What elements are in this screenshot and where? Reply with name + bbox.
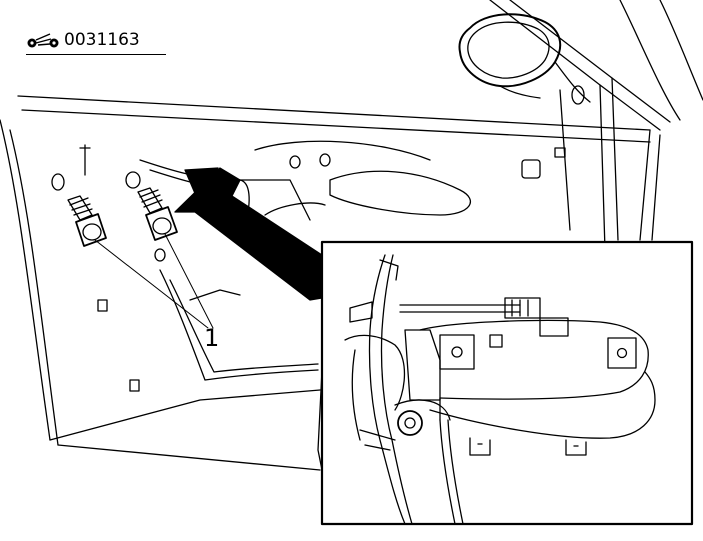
side-mirror <box>458 13 591 103</box>
inset-handle-mechanism <box>344 254 656 525</box>
reference-underline <box>26 54 166 55</box>
door-frame <box>0 0 703 471</box>
inset-frame <box>320 240 694 526</box>
bolt-left <box>67 195 107 247</box>
direction-arrow <box>174 167 323 301</box>
bolt-right <box>137 187 178 241</box>
inset-connector <box>317 369 323 471</box>
reference-code: 0031163 <box>26 30 140 50</box>
camera-wrench-icon <box>27 33 59 48</box>
callout-leaders <box>94 233 214 329</box>
callout-label-1: 1 <box>204 324 220 352</box>
reference-code-text: 0031163 <box>64 30 140 50</box>
panel-details <box>51 85 585 392</box>
